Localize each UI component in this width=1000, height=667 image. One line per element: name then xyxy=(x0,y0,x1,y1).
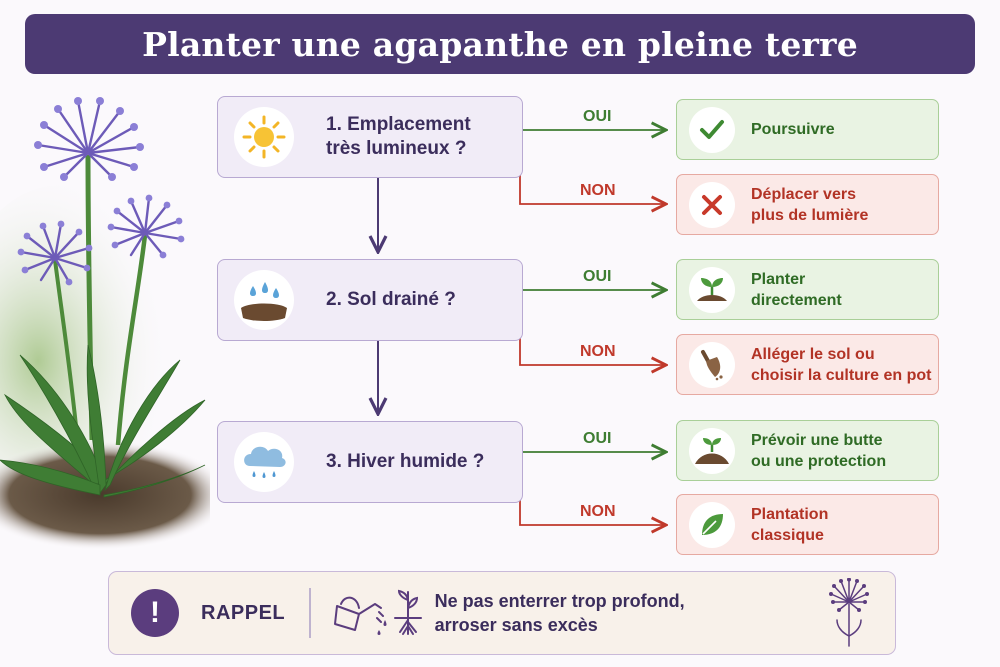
seedling-icon xyxy=(689,266,735,313)
exclamation-icon: ! xyxy=(131,589,179,637)
reminder-text: Ne pas enterrer trop profond, arroser sa… xyxy=(434,591,685,635)
question-text-2: 2. Sol drainé ? xyxy=(326,289,456,310)
agapanthe-flower-icon xyxy=(829,578,869,647)
yes-label-3: OUI xyxy=(583,430,612,447)
result-text-yes-2: Planter directement xyxy=(751,270,842,309)
question-text-3: 3. Hiver humide ? xyxy=(326,451,485,472)
reminder-banner: ! RAPPEL Ne pas enterrer trop profond, a… xyxy=(108,571,896,655)
page-title: Planter une agapanthe en pleine terre xyxy=(142,24,858,64)
result-no-3: Plantation classique xyxy=(676,494,939,555)
yes-label-2: OUI xyxy=(583,268,612,285)
checkmark-icon xyxy=(689,106,735,153)
cross-icon xyxy=(689,181,735,228)
sun-icon xyxy=(234,107,294,167)
plant-roots-icon xyxy=(393,589,422,635)
reminder-tools xyxy=(329,588,425,638)
question-box-2: 2. Sol drainé ? xyxy=(217,259,523,341)
no-label-2: NON xyxy=(580,343,616,360)
result-yes-3: Prévoir une butte ou une protection xyxy=(676,420,939,481)
result-text-no-2: Alléger le sol ou choisir la culture en … xyxy=(751,345,932,384)
question-box-1: 1. Emplacement très lumineux ? xyxy=(217,96,523,178)
reminder-divider xyxy=(309,588,311,638)
soil-drops-icon xyxy=(234,270,294,330)
rain-cloud-icon xyxy=(234,432,294,492)
title-banner: Planter une agapanthe en pleine terre xyxy=(25,14,975,74)
watering-can-icon xyxy=(333,596,387,635)
result-no-2: Alléger le sol ou choisir la culture en … xyxy=(676,334,939,395)
result-text-yes-1: Poursuivre xyxy=(751,121,835,138)
question-box-3: 3. Hiver humide ? xyxy=(217,421,523,503)
agapanthe-plant-illustration xyxy=(0,97,210,550)
result-yes-2: Planter directement xyxy=(676,259,939,320)
mound-sprout-icon xyxy=(689,427,735,474)
reminder-label: RAPPEL xyxy=(201,601,286,624)
result-yes-1: Poursuivre xyxy=(676,99,939,160)
no-label-1: NON xyxy=(580,182,616,199)
no-label-3: NON xyxy=(580,503,616,520)
result-text-no-1: Déplacer vers plus de lumière xyxy=(751,185,869,224)
result-no-1: Déplacer vers plus de lumière xyxy=(676,174,939,235)
result-text-no-3: Plantation classique xyxy=(751,505,829,544)
trowel-icon xyxy=(689,341,735,388)
question-text-1: 1. Emplacement très lumineux ? xyxy=(326,114,471,159)
leaf-icon xyxy=(689,501,735,548)
result-text-yes-3: Prévoir une butte ou une protection xyxy=(751,431,887,470)
yes-label-1: OUI xyxy=(583,108,612,125)
